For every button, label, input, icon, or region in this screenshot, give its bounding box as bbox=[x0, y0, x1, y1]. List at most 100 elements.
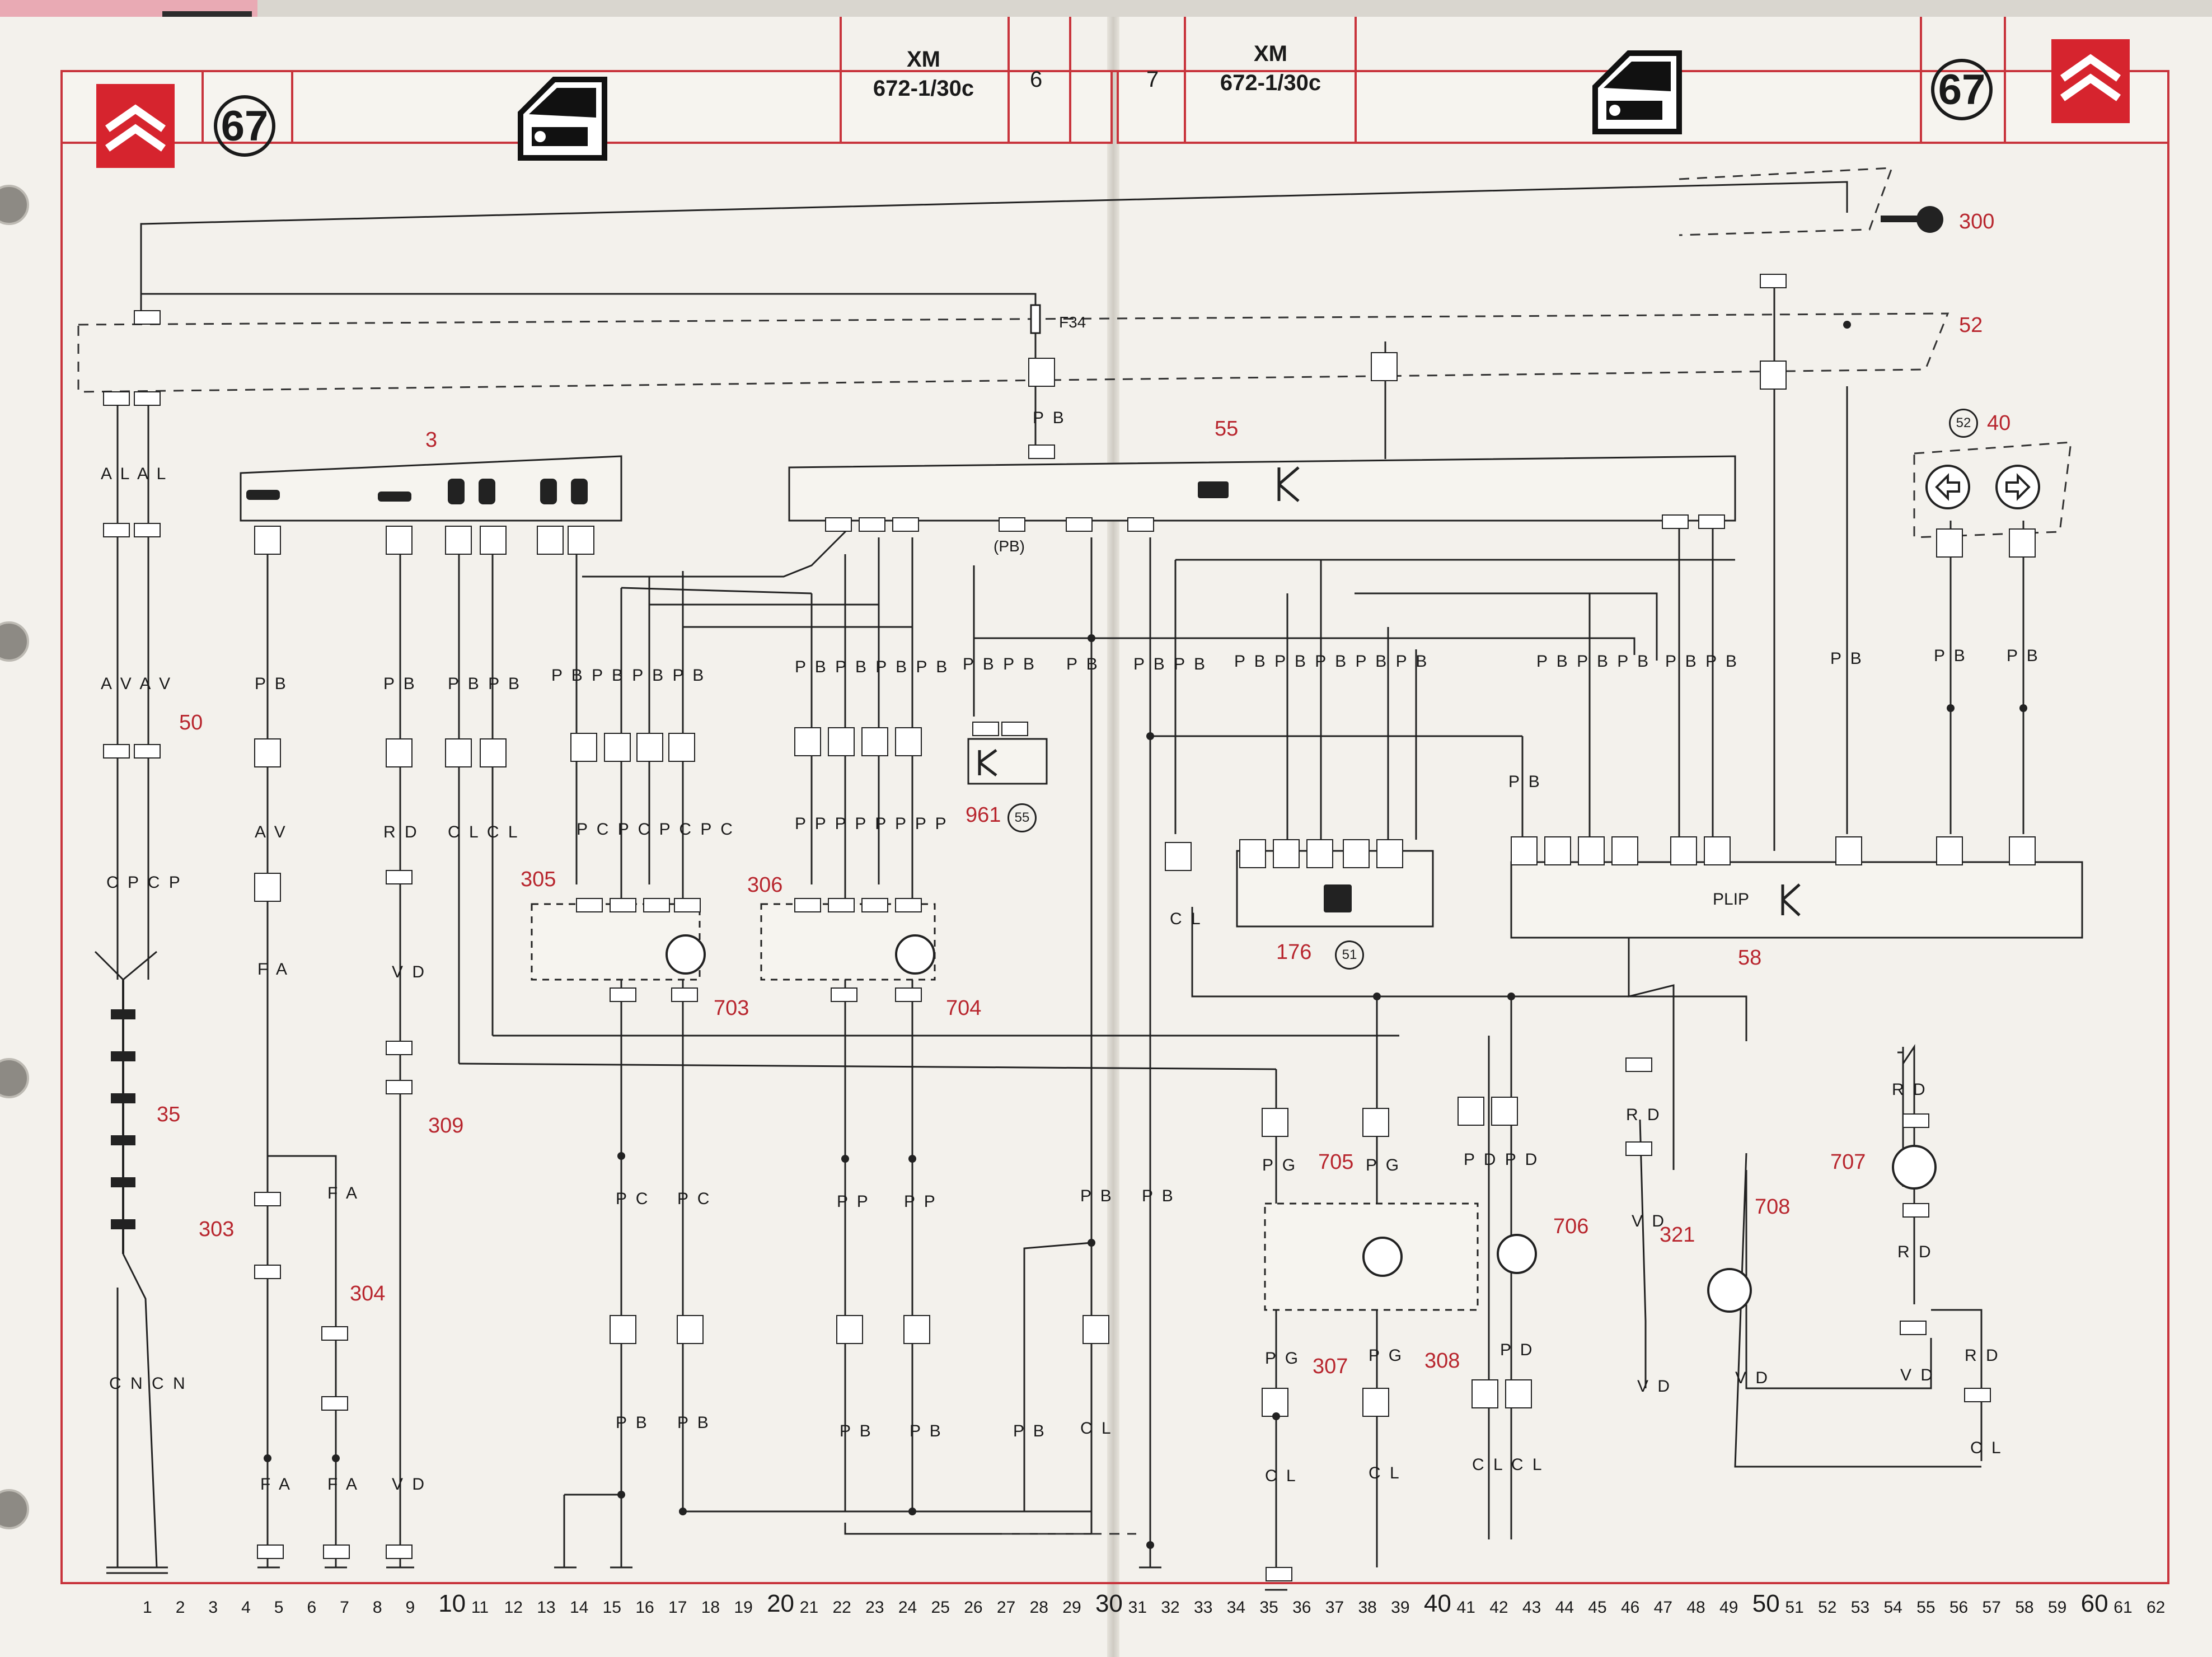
indicator-icons bbox=[1925, 465, 2040, 509]
ruler-mark: 2 bbox=[175, 1598, 185, 1617]
wire-label: P C P C P C P C bbox=[577, 820, 735, 839]
component-961: 961 bbox=[966, 803, 1001, 827]
ruler-mark: 17 bbox=[668, 1598, 687, 1617]
ref-circle-52: 52 bbox=[1949, 409, 1978, 438]
wire-label: P B P B P B P B bbox=[795, 658, 950, 676]
wire-label: F A bbox=[327, 1475, 360, 1494]
ruler-mark: 10 bbox=[438, 1590, 466, 1617]
ruler-mark: 25 bbox=[931, 1598, 950, 1617]
header-divider bbox=[1355, 17, 1357, 144]
door-lock-icon bbox=[1592, 50, 1682, 134]
wire-label: P B P B bbox=[1133, 655, 1207, 673]
wire bbox=[1734, 1153, 1981, 1468]
chevrons-icon bbox=[105, 104, 166, 152]
wire-label: F A bbox=[327, 1184, 360, 1202]
wire-label: C L bbox=[1080, 1419, 1113, 1438]
ruler-mark: 49 bbox=[1719, 1598, 1738, 1617]
header-divider bbox=[1920, 17, 1922, 144]
header-divider bbox=[840, 17, 842, 144]
citroen-logo-left bbox=[96, 84, 175, 168]
ruler-mark: 24 bbox=[898, 1598, 917, 1617]
page-number-left: 6 bbox=[1030, 67, 1043, 92]
ruler-mark: 6 bbox=[307, 1598, 317, 1617]
wire-label: P B P B bbox=[1665, 652, 1739, 671]
ruler-mark: 52 bbox=[1818, 1598, 1837, 1617]
ruler-mark: 11 bbox=[471, 1598, 489, 1617]
ruler-mark: 20 bbox=[767, 1590, 795, 1617]
ruler-mark: 53 bbox=[1850, 1598, 1870, 1617]
ruler-mark: 59 bbox=[2047, 1598, 2067, 1617]
ruler-mark: 8 bbox=[372, 1598, 382, 1617]
ruler-mark: 22 bbox=[832, 1598, 851, 1617]
plip-symbol bbox=[978, 466, 1801, 916]
ruler-mark: 12 bbox=[504, 1598, 523, 1617]
component-703: 703 bbox=[714, 996, 749, 1020]
wire-label: P B P B bbox=[448, 675, 522, 693]
wire bbox=[1897, 1051, 1904, 1187]
feed-wire bbox=[140, 181, 1848, 313]
fuse-symbol bbox=[1030, 304, 1041, 334]
wire-label: P B bbox=[1508, 773, 1542, 791]
binder-hole bbox=[0, 1489, 29, 1529]
diagram-frame bbox=[60, 70, 2169, 1584]
module-3 bbox=[240, 455, 622, 522]
wire-label: P D bbox=[1500, 1341, 1535, 1359]
page-number-right: 7 bbox=[1146, 67, 1159, 92]
ruler-mark: 45 bbox=[1588, 1598, 1607, 1617]
component-50: 50 bbox=[179, 711, 203, 734]
model-block-left: XM 672-1/30c bbox=[845, 45, 1002, 103]
ruler-mark: 39 bbox=[1391, 1598, 1410, 1617]
wire-label: P B P B P B P B bbox=[551, 666, 706, 685]
wire-label: C L bbox=[1265, 1467, 1298, 1485]
wire-label: V D bbox=[392, 1475, 427, 1494]
ruler-mark: 62 bbox=[2147, 1598, 2166, 1617]
model-name: XM bbox=[1254, 41, 1287, 66]
ruler-mark: 5 bbox=[274, 1598, 284, 1617]
component-309: 309 bbox=[428, 1114, 464, 1138]
model-code: 672-1/30c bbox=[873, 76, 974, 101]
ruler-mark: 7 bbox=[340, 1598, 349, 1617]
wire bbox=[1639, 1119, 1647, 1388]
wire-label: P D P D bbox=[1464, 1150, 1540, 1169]
wire-label: C L bbox=[1970, 1439, 2003, 1457]
group-number-right: 67 bbox=[1931, 59, 1993, 120]
ruler-mark: 35 bbox=[1259, 1598, 1278, 1617]
ruler-mark: 38 bbox=[1358, 1598, 1377, 1617]
wire-label: P B bbox=[616, 1413, 649, 1432]
wire-label: C L C L bbox=[448, 823, 520, 841]
component-706: 706 bbox=[1553, 1215, 1589, 1238]
ruler-mark: 55 bbox=[1916, 1598, 1936, 1617]
wire-label: P B bbox=[1033, 409, 1066, 427]
component-35: 35 bbox=[157, 1103, 181, 1126]
wire-label: R D bbox=[1892, 1080, 1928, 1099]
component-55: 55 bbox=[1215, 417, 1239, 441]
wire-label: P B bbox=[1830, 649, 1864, 668]
component-52: 52 bbox=[1959, 313, 1983, 337]
ruler-mark: 27 bbox=[996, 1598, 1016, 1617]
ruler-mark: 19 bbox=[734, 1598, 753, 1617]
ruler-mark: 21 bbox=[799, 1598, 819, 1617]
ruler-mark: 58 bbox=[2015, 1598, 2034, 1617]
wire bbox=[458, 1062, 1277, 1070]
wire bbox=[1628, 918, 1675, 1170]
component-303: 303 bbox=[199, 1218, 235, 1241]
citroen-logo-right bbox=[2051, 39, 2130, 123]
ruler-mark: 31 bbox=[1128, 1598, 1147, 1617]
model-name: XM bbox=[907, 47, 940, 72]
car-icons bbox=[246, 479, 1352, 912]
wire-label: V D bbox=[1900, 1366, 1936, 1384]
wire-label: P B P B P B bbox=[1536, 652, 1651, 671]
ruler-mark: 29 bbox=[1062, 1598, 1081, 1617]
component-708: 708 bbox=[1755, 1195, 1791, 1219]
wire bbox=[1191, 907, 1747, 1041]
wire-label: P B bbox=[2007, 647, 2040, 665]
wire-label: R D bbox=[1897, 1243, 1933, 1261]
wire bbox=[1931, 1309, 1983, 1461]
wire-label: V D bbox=[1735, 1369, 1770, 1387]
wire bbox=[683, 1242, 1092, 1513]
indicator-boundary bbox=[1913, 441, 2072, 539]
model-block-right: XM 672-1/30c bbox=[1189, 39, 1352, 97]
component-300: 300 bbox=[1959, 210, 1995, 233]
wire-label: P G bbox=[1262, 1156, 1298, 1174]
header-divider bbox=[201, 70, 204, 144]
